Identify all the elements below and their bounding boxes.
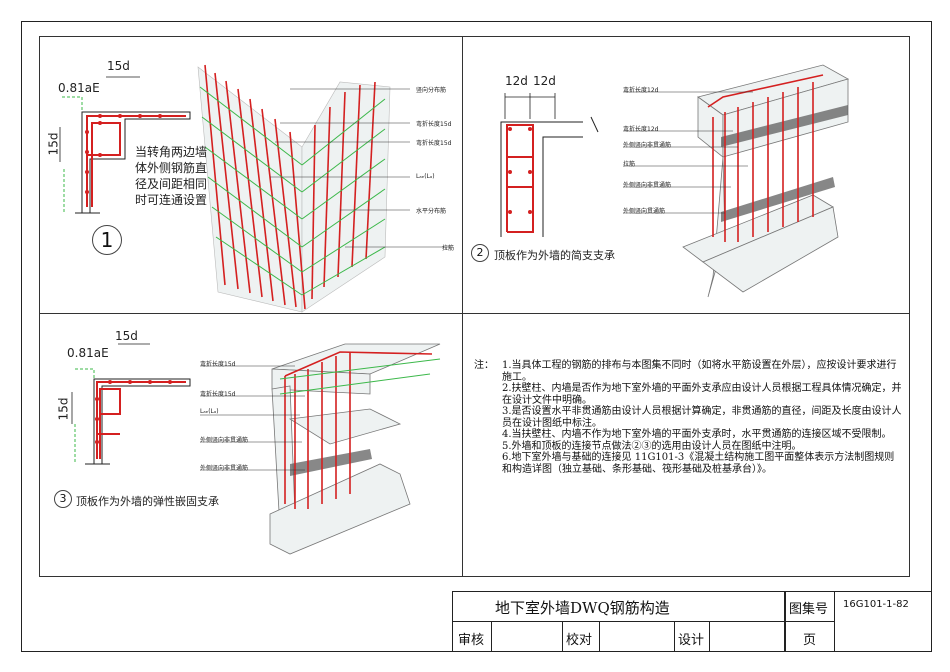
- note-item: 6.地下室外墙与基础的连接见 11G101-3《混凝土结构施工图平面整体表示方法…: [502, 452, 895, 475]
- panel-2-drawing: [500, 64, 850, 298]
- note-item: 1.当具体工程的钢筋的排布与本图集不同时（如将水平筋设置在外层），应按设计要求进…: [502, 360, 897, 383]
- dim-15d-side: 15d: [56, 397, 71, 421]
- note-line: 体外侧钢筋直: [135, 161, 208, 175]
- dim-15d: 15d: [115, 329, 138, 343]
- detail-number-2: 2: [471, 244, 489, 262]
- detail-number-1: 1: [92, 225, 122, 255]
- dim-081lae: 0.81aE: [67, 346, 109, 360]
- label-bend-15d-a: 弯折长度15d: [200, 361, 236, 368]
- notes-block: 注： 1.当具体工程的钢筋的排布与本图集不同时（如将水平筋设置在外层），应按设计要…: [474, 360, 904, 475]
- review-label: 审核: [458, 633, 485, 648]
- panel-2-caption: 顶板作为外墙的简支支承: [494, 249, 615, 262]
- panel-1-note: 当转角两边墙 体外侧钢筋直 径及间距相同 时可连通设置: [135, 144, 207, 208]
- label-outer-noncont-a: 外侧竖向非贯通筋: [200, 437, 249, 444]
- review-sign-cell: [491, 621, 563, 652]
- label-bend-15d-b: 弯折长度15d: [416, 140, 452, 147]
- label-vertical-bars: 竖向分布筋: [416, 87, 447, 94]
- note-row: 3.是否设置水平非贯通筋由设计人员根据计算确定，非贯通筋的直径，间距及长度由设计…: [474, 406, 904, 429]
- note-row: 2.扶壁柱、内墙是否作为地下室外墙的平面外支承应由设计人员根据工程具体情况确定，…: [474, 383, 904, 406]
- dim-12d-a: 12d: [505, 74, 528, 88]
- panel-3-drawing: [71, 343, 441, 555]
- label-bend-15d-b: 弯折长度15d: [200, 391, 236, 398]
- label-outer-continuous: 外侧竖向贯通筋: [623, 208, 666, 215]
- dim-15d-side: 15d: [46, 132, 61, 156]
- label-tie: 拉筋: [623, 161, 636, 168]
- atlas-number: 16G101-1-82: [843, 599, 909, 610]
- note-line: 时可连通设置: [135, 193, 208, 207]
- label-bend-12d-a: 弯折长度12d: [623, 87, 659, 94]
- note-line: 径及间距相同: [135, 177, 208, 191]
- page-label-cell: [785, 621, 835, 652]
- dim-15d: 15d: [107, 59, 130, 73]
- note-row: 6.地下室外墙与基础的连接见 11G101-3《混凝土结构施工图平面整体表示方法…: [474, 452, 904, 475]
- notes-prefix: 注：: [474, 360, 494, 371]
- check-sign-cell: [599, 621, 675, 652]
- check-label: 校对: [566, 633, 593, 648]
- label-horizontal-bars: 水平分布筋: [416, 208, 447, 215]
- dim-081lae: 0.81aE: [58, 81, 100, 95]
- note-item: 4.当扶壁柱、内墙不作为地下室外墙的平面外支承时，水平贯通筋的连接区域不受限制。: [502, 429, 892, 440]
- atlas-label: 图集号: [789, 602, 829, 617]
- panel-notes: [462, 313, 910, 577]
- note-item: 3.是否设置水平非贯通筋由设计人员根据计算确定，非贯通筋的直径，间距及长度由设计…: [502, 406, 902, 429]
- note-item: 2.扶壁柱、内墙是否作为地下室外墙的平面外支承应由设计人员根据工程具体情况确定，…: [502, 383, 902, 406]
- dim-12d-b: 12d: [533, 74, 556, 88]
- label-lae: Lₐₑ(Lₐ): [416, 173, 435, 180]
- note-row: 4.当扶壁柱、内墙不作为地下室外墙的平面外支承时，水平贯通筋的连接区域不受限制。: [474, 429, 904, 441]
- label-outer-noncont-a: 外侧竖向非贯通筋: [623, 142, 672, 149]
- panel-3: 15d 0.81aE 15d 3 顶板作为外墙的弹性嵌固支承 弯折长度15d 弯…: [39, 313, 463, 577]
- note-line: 当转角两边墙: [135, 145, 208, 159]
- label-tie-bars: 拉筋: [442, 245, 455, 252]
- panel-2: 12d 12d 2 顶板作为外墙的简支支承 弯折长度12d 弯折长度12d 外侧…: [462, 36, 910, 314]
- label-lae: Lₐₑ(Lₐ): [200, 408, 219, 415]
- design-label: 设计: [678, 633, 705, 648]
- page-label: 页: [803, 633, 817, 648]
- design-sign-cell: [709, 621, 785, 652]
- note-item: 5.外墙和顶板的连接节点做法②③的选用由设计人员在图纸中注明。: [502, 440, 802, 452]
- label-bend-12d-b: 弯折长度12d: [623, 126, 659, 133]
- note-row: 注： 1.当具体工程的钢筋的排布与本图集不同时（如将水平筋设置在外层），应按设计要…: [474, 360, 904, 383]
- label-bend-15d-a: 弯折长度15d: [416, 121, 452, 128]
- panel-1-drawing: [59, 64, 450, 313]
- panel-1: 15d 0.81aE 15d 当转角两边墙 体外侧钢筋直 径及间距相同 时可连通…: [39, 36, 463, 314]
- label-outer-noncont-b: 外侧竖向非贯通筋: [623, 182, 672, 189]
- panel-3-caption: 顶板作为外墙的弹性嵌固支承: [76, 495, 219, 508]
- detail-number-3: 3: [54, 490, 72, 508]
- drawing-title: 地下室外墙DWQ钢筋构造: [495, 599, 670, 617]
- label-outer-noncont-b: 外侧竖向非贯通筋: [200, 465, 249, 472]
- note-row: 5.外墙和顶板的连接节点做法②③的选用由设计人员在图纸中注明。: [474, 441, 904, 453]
